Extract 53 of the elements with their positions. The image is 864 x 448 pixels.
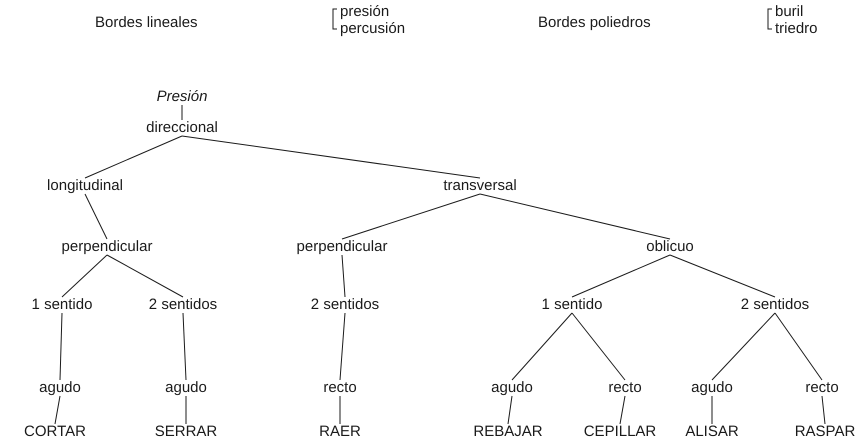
connector-line <box>712 312 776 380</box>
tree-node-label: agudo <box>690 379 734 397</box>
tree-node-label: longitudinal <box>46 177 124 195</box>
connector-line <box>620 396 626 424</box>
connector-line <box>822 396 826 424</box>
tree-node-label: 2 sentidos <box>740 296 810 314</box>
connector-line <box>84 136 182 178</box>
tree-node-label: direccional <box>145 119 219 137</box>
header-label: percusión <box>340 20 406 37</box>
tree-node-label: CEPILLAR <box>582 423 658 441</box>
connector-line <box>62 254 108 298</box>
tree-node-label: 2 sentidos <box>310 296 380 314</box>
tree-node-label: CORTAR <box>23 423 87 441</box>
connector-line <box>572 312 626 380</box>
tree-node-label: SERRAR <box>154 423 218 441</box>
connector-line <box>84 194 108 240</box>
tree-node-label: recto <box>607 379 643 397</box>
tree-node-label: perpendicular <box>60 238 154 256</box>
tree-node-label: oblicuo <box>645 238 695 256</box>
tree-node-label: 1 sentido <box>540 296 604 314</box>
tree-node-label: perpendicular <box>296 238 388 256</box>
connector-line <box>342 254 346 298</box>
tree-node-label: agudo <box>38 379 82 397</box>
header-label: presión <box>340 3 390 20</box>
tree-node-label: agudo <box>164 379 208 397</box>
tree-node-label: ALISAR <box>684 423 740 441</box>
tree-node-label: 2 sentidos <box>148 296 218 314</box>
tree-node-label: recto <box>322 379 358 397</box>
tree-node-label: transversal <box>442 177 518 195</box>
header-label: buril <box>775 3 804 20</box>
tree-node-label: 1 sentido <box>30 296 94 314</box>
tree-node-label: agudo <box>490 379 534 397</box>
tree-node-label: Presión <box>156 88 208 106</box>
connector-line <box>508 396 512 424</box>
connector-line <box>340 312 346 380</box>
tree-node-label: RAER <box>318 423 362 441</box>
tree-node-label: REBAJAR <box>472 423 544 441</box>
header-label: triedro <box>775 20 818 37</box>
header-label: Bordes poliedros <box>538 14 651 31</box>
connector-line <box>54 396 60 424</box>
header-label: Bordes lineales <box>95 14 198 31</box>
connector-line <box>774 312 822 380</box>
connector-line <box>342 194 480 240</box>
connector-line <box>572 254 670 298</box>
connector-line <box>182 136 480 178</box>
connector-line <box>60 312 62 380</box>
connector-line <box>480 194 670 240</box>
connector-line <box>182 312 186 380</box>
connector-line <box>670 254 776 298</box>
tree-node-label: RASPAR <box>794 423 856 441</box>
connector-line <box>106 254 184 298</box>
tree-node-label: recto <box>804 379 840 397</box>
connector-line <box>512 312 572 380</box>
